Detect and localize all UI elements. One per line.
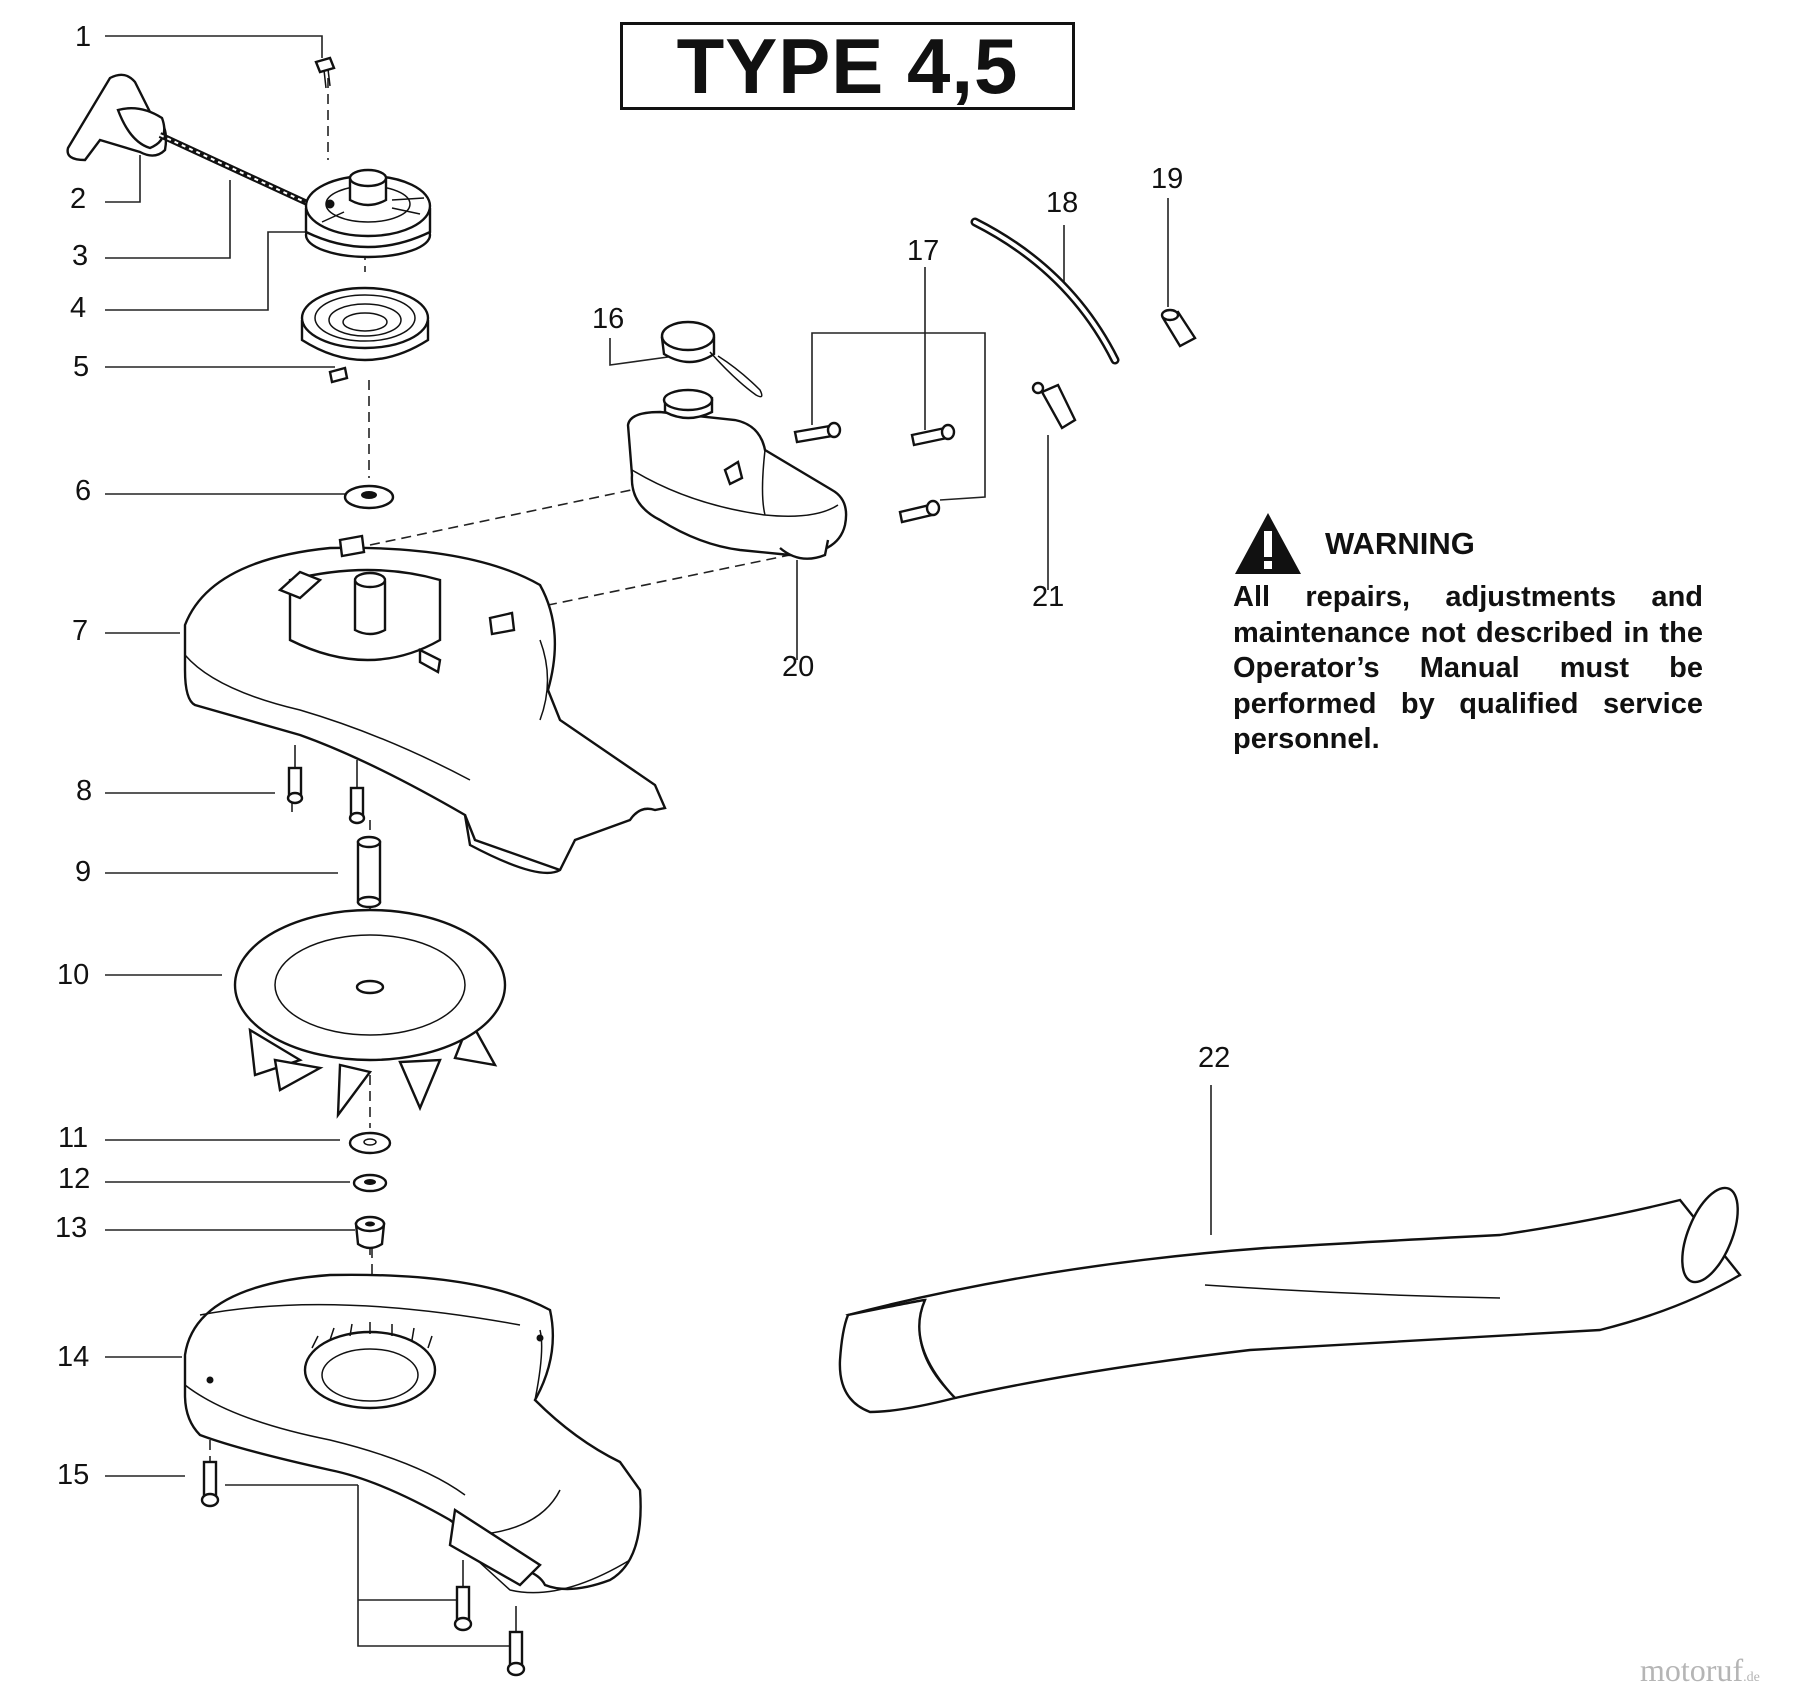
callout-20: 20: [782, 651, 814, 683]
part-17-screws: [793, 421, 956, 524]
part-8-screws: [286, 745, 366, 825]
part-15-screws: [200, 1460, 526, 1677]
callout-11: 11: [58, 1122, 88, 1154]
callout-19: 19: [1151, 163, 1183, 195]
leader-lines: [105, 35, 1212, 1647]
watermark-brand: motoruf: [1640, 1652, 1744, 1688]
watermark-logo: motoruf.de: [1640, 1652, 1760, 1689]
part-14-lower-housing: [183, 1273, 642, 1594]
warning-header: WARNING: [1233, 508, 1703, 580]
part-22-blower-tube: [838, 1186, 1742, 1414]
callout-2: 2: [70, 183, 86, 215]
part-16-fuel-cap: [660, 320, 763, 398]
part-11-washer: [348, 1131, 392, 1155]
callout-14: 14: [57, 1341, 89, 1373]
callout-7: 7: [72, 615, 88, 647]
part-13-nut: [354, 1215, 386, 1250]
type-label: TYPE 4,5: [676, 21, 1019, 110]
type-label-box: TYPE 4,5: [620, 22, 1075, 110]
part-10-impeller: [233, 908, 507, 1119]
part-7-upper-housing: [183, 534, 667, 875]
callout-15: 15: [57, 1459, 89, 1491]
callout-22: 22: [1198, 1042, 1230, 1074]
part-19-fuel-filter: [1160, 308, 1197, 348]
part-12-lock-washer: [352, 1173, 388, 1193]
part-4-pulley: [304, 168, 432, 259]
warning-notice: WARNING All repairs, adjustments and mai…: [1233, 508, 1703, 758]
callout-3: 3: [72, 240, 88, 272]
warning-text: All repairs, adjustments and maintenance…: [1233, 581, 1703, 755]
callout-8: 8: [76, 775, 92, 807]
callout-4: 4: [70, 292, 86, 324]
warning-triangle-icon: [1235, 513, 1301, 574]
part-18-fuel-line: [970, 217, 1120, 365]
part-1-screw: [314, 56, 336, 89]
callout-10: 10: [57, 959, 89, 991]
warning-title: WARNING: [1325, 526, 1475, 561]
callout-9: 9: [75, 856, 91, 888]
callout-18: 18: [1046, 187, 1078, 219]
part-5-recoil-spring: [300, 286, 430, 384]
callout-12: 12: [58, 1163, 90, 1195]
callout-16: 16: [592, 303, 624, 335]
part-6-washer: [343, 484, 395, 510]
callout-5: 5: [73, 351, 89, 383]
callout-6: 6: [75, 475, 91, 507]
part-9-spacer: [356, 835, 382, 909]
callout-17: 17: [907, 235, 939, 267]
part-2-starter-handle: [66, 73, 168, 162]
part-3-starter-rope: [158, 132, 320, 211]
part-20-fuel-tank: [626, 388, 848, 560]
callout-13: 13: [55, 1212, 87, 1244]
callout-1: 1: [75, 21, 91, 53]
part-21-fitting: [1031, 381, 1077, 430]
watermark-suffix: .de: [1743, 1670, 1760, 1685]
